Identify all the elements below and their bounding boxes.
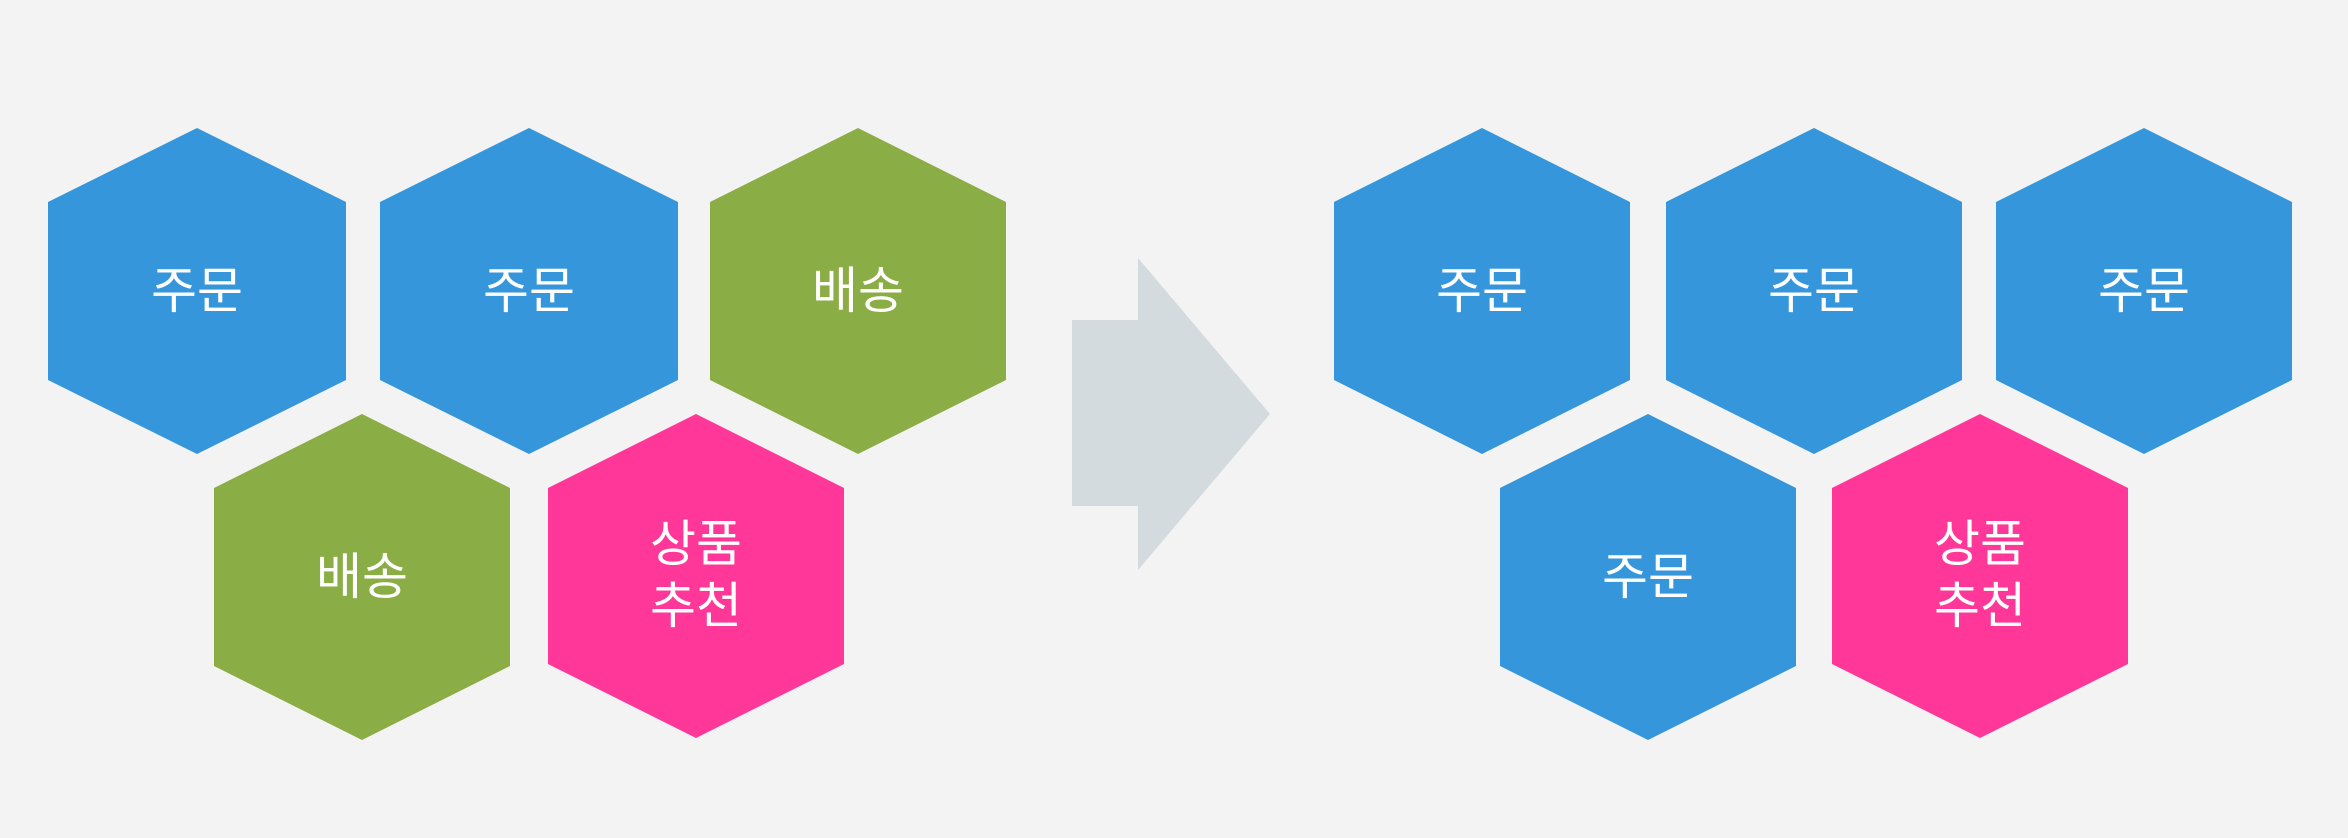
hex-label-line1: 상품 xyxy=(1934,515,2026,573)
after-group: 주문 주문 주문 주문 상품 추천 xyxy=(1334,128,2292,740)
hex-order-6: 주문 xyxy=(1500,414,1796,740)
before-group: 주문 주문 배송 배송 상품 추천 xyxy=(48,128,1006,740)
hex-label: 주문 xyxy=(1436,262,1528,320)
right-arrow-icon xyxy=(1072,258,1270,570)
hex-label-line1: 상품 xyxy=(650,515,742,573)
hex-label-line2: 추천 xyxy=(1934,577,2026,635)
hex-recommend-2: 상품 추천 xyxy=(1832,414,2128,738)
hex-order-2: 주문 xyxy=(380,128,678,454)
hex-label: 배송 xyxy=(812,262,904,320)
hex-label: 주문 xyxy=(151,262,243,320)
hex-order-4: 주문 xyxy=(1666,128,1962,454)
hex-label: 주문 xyxy=(2098,262,2190,320)
hex-delivery-1: 배송 xyxy=(710,128,1006,454)
hex-order-5: 주문 xyxy=(1996,128,2292,454)
hex-label: 주문 xyxy=(1602,548,1694,606)
hex-label: 주문 xyxy=(1768,262,1860,320)
hex-order-1: 주문 xyxy=(48,128,346,454)
hex-label-line2: 추천 xyxy=(650,577,742,635)
hex-delivery-2: 배송 xyxy=(214,414,510,740)
hex-label: 배송 xyxy=(316,548,408,606)
hex-order-3: 주문 xyxy=(1334,128,1630,454)
hex-recommend-1: 상품 추천 xyxy=(548,414,844,738)
hex-label: 주문 xyxy=(483,262,575,320)
